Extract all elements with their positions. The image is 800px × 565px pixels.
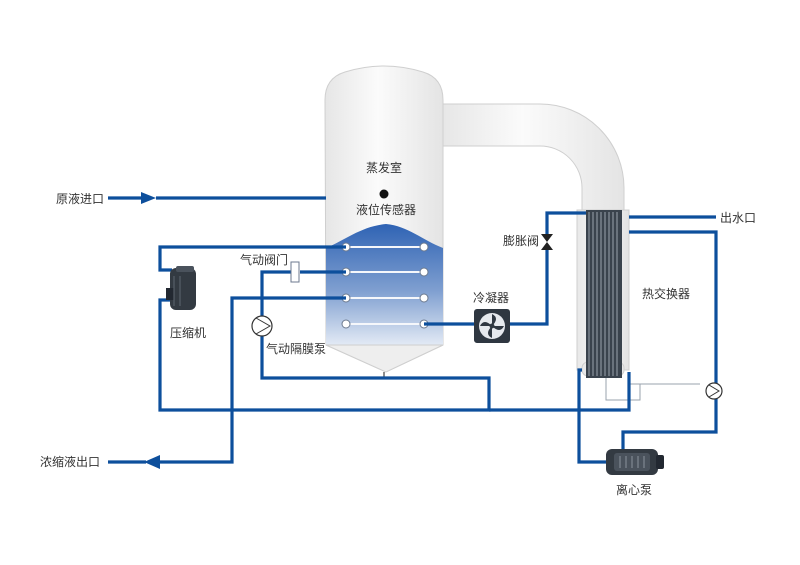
pneumatic-valve-symbol	[290, 261, 300, 283]
inlet-arrow	[141, 192, 156, 204]
diaphragm-pump-symbol	[251, 315, 273, 337]
heating-coil	[341, 242, 429, 329]
label-expansion-valve: 膨胀阀	[503, 234, 539, 248]
label-condenser: 冷凝器	[473, 290, 509, 305]
liquid-level	[326, 224, 443, 345]
level-sensor-dot	[379, 189, 389, 199]
heat-exchanger	[576, 209, 700, 401]
outlet-arrow	[144, 455, 160, 469]
condenser-fan	[474, 309, 510, 343]
vapor-duct	[439, 103, 625, 215]
evaporation-vessel	[324, 65, 625, 379]
label-level-sensor: 液位传感器	[356, 202, 416, 217]
expansion-valve-symbol	[541, 234, 553, 250]
label-heat-exchanger: 热交换器	[642, 286, 690, 301]
label-water-outlet: 出水口	[720, 211, 756, 225]
vessel-cone	[325, 344, 444, 373]
label-evaporation-chamber: 蒸发室	[366, 160, 402, 175]
circulation-pump-symbol	[705, 382, 723, 400]
label-compressor: 压缩机	[170, 325, 206, 340]
centrifugal-pump-unit	[606, 449, 664, 475]
process-piping	[108, 192, 718, 469]
label-raw-liquid-inlet: 原液进口	[56, 191, 104, 206]
compressor-unit	[166, 266, 196, 310]
label-concentrate-outlet: 浓缩液出口	[40, 454, 100, 469]
label-pneumatic-diaphragm-pump: 气动隔膜泵	[266, 341, 326, 356]
label-centrifugal-pump: 离心泵	[616, 482, 652, 497]
label-pneumatic-valve: 气动阀门	[240, 252, 288, 267]
